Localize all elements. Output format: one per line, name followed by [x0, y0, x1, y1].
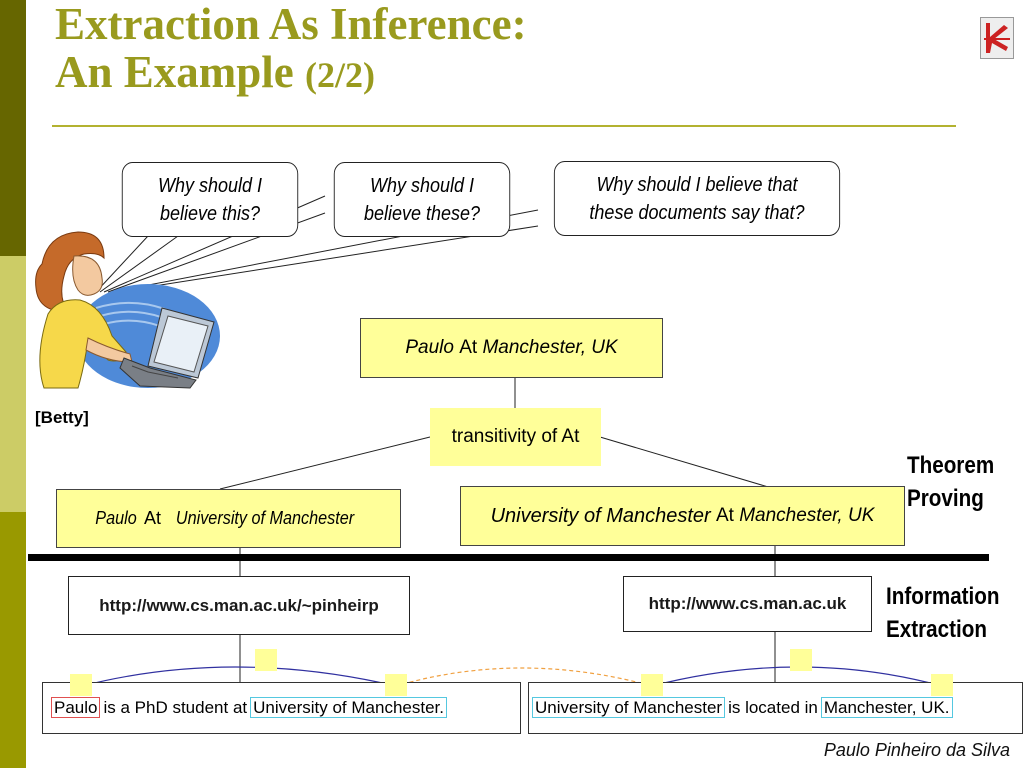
theorem-line-2: Proving [907, 485, 984, 512]
right-source-url[interactable]: http://www.cs.man.ac.uk [623, 576, 872, 632]
ie-line-1: Information [886, 583, 1000, 610]
entity-university-left: University of Manchester. [250, 697, 447, 718]
title-rule [52, 125, 956, 127]
entity-marker-paulo [70, 674, 92, 696]
entity-university-right: University of Manchester [532, 697, 726, 718]
woman-at-laptop-icon [35, 231, 220, 389]
information-extraction-label: Information Extraction [886, 580, 1000, 646]
root-subject: Paulo [405, 337, 454, 358]
left-object: University of Manchester [175, 508, 355, 528]
right-relation: At [715, 505, 734, 526]
left-subject: Paulo [95, 508, 137, 528]
entity-marker-university-left [385, 674, 407, 696]
title-line-1: Extraction As Inference: [55, 0, 527, 49]
right-fact-box: University of Manchester At Manchester, … [460, 486, 905, 546]
ie-line-2: Extraction [886, 616, 987, 643]
title-suffix: (2/2) [305, 55, 376, 95]
rule-box: transitivity of At [430, 408, 601, 466]
side-stripe-dark [0, 0, 26, 256]
theorem-line-1: Theorem [907, 452, 995, 479]
entity-manchester: Manchester, UK. [820, 697, 953, 718]
question-bubble-1: Why should I believe this? [121, 162, 299, 237]
left-sentence-middle: is a PhD student at [103, 698, 248, 717]
right-sentence-middle: is located in [728, 698, 818, 717]
theorem-proving-label: Theorem Proving [907, 449, 994, 515]
left-source-url[interactable]: http://www.cs.man.ac.uk/~pinheirp [68, 576, 410, 635]
left-relation: At [143, 508, 161, 528]
entity-marker-university-right [641, 674, 663, 696]
question-bubble-3: Why should I believe that these document… [553, 161, 841, 236]
character-label: [Betty] [35, 408, 89, 427]
root-object: Manchester, UK [482, 337, 618, 358]
title-line-2: An Example [55, 47, 294, 97]
rule-label: transitivity of At [451, 426, 580, 447]
entity-marker-manchester [931, 674, 953, 696]
left-sentence-box [42, 682, 521, 734]
utep-logo-icon [980, 17, 1014, 59]
entity-paulo: Paulo [51, 697, 101, 718]
right-sentence-box [528, 682, 1023, 734]
conclusion-box: Paulo At Manchester, UK [360, 318, 663, 378]
side-stripe-mid [0, 512, 26, 768]
side-stripe-light [0, 256, 26, 512]
question-bubble-2: Why should I believe these? [333, 162, 511, 237]
author-footer: Paulo Pinheiro da Silva [823, 740, 1010, 760]
root-relation: At [459, 337, 478, 358]
left-fact-box: Paulo At University of Manchester [56, 489, 401, 548]
relation-marker-left [255, 649, 277, 671]
right-subject: University of Manchester [490, 504, 711, 527]
slide-title: Extraction As Inference: An Example (2/2… [55, 0, 527, 99]
relation-marker-right [790, 649, 812, 671]
right-object: Manchester, UK [739, 505, 875, 526]
